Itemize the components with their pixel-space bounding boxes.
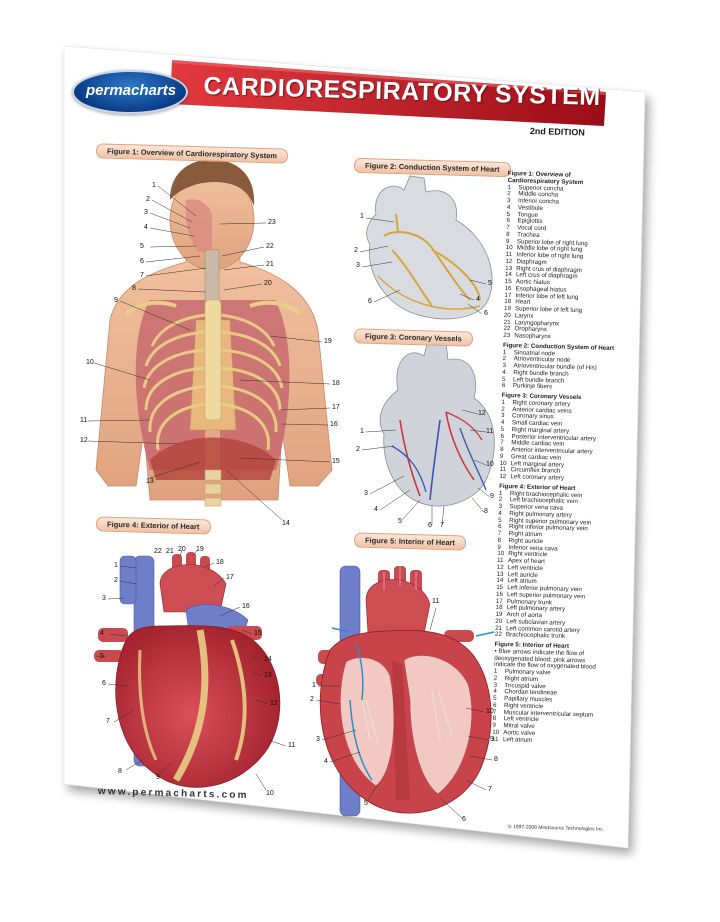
callout: 22 <box>266 243 274 250</box>
callout: 1 <box>312 682 316 689</box>
callout: 6 <box>428 522 432 529</box>
figure4-label: Figure 4: Exterior of Heart <box>95 516 211 535</box>
callout: 4 <box>476 296 480 303</box>
callout: 3 <box>102 595 106 602</box>
callout: 5 <box>140 243 144 250</box>
callout: 9 <box>114 297 118 304</box>
callout: 10 <box>266 790 274 797</box>
legend-item-label: Brachiocephalic trunk <box>505 631 566 641</box>
callout: 8 <box>484 508 488 515</box>
callout: 21 <box>166 548 174 555</box>
edition-label: 2nd EDITION <box>529 126 585 138</box>
callout: 4 <box>324 758 328 765</box>
callout: 19 <box>324 338 332 345</box>
callout: 6 <box>368 298 372 305</box>
legend-item-number: 23 <box>503 331 511 340</box>
callout: 12 <box>270 700 278 707</box>
callout: 2 <box>356 446 360 453</box>
callout: 5 <box>100 653 104 660</box>
callout: 19 <box>196 546 204 553</box>
legend-item-number: 6 <box>501 382 506 390</box>
callout: 9 <box>490 736 494 743</box>
callout: 11 <box>486 428 494 435</box>
callout: 16 <box>330 421 338 428</box>
callout: 6 <box>102 680 106 687</box>
callout: 12 <box>80 437 88 444</box>
callout: 9 <box>490 493 494 500</box>
callout: 2 <box>310 696 314 703</box>
callout: 13 <box>264 672 272 679</box>
figure5-interior-heart-illustration <box>315 565 495 819</box>
callout: 7 <box>440 522 444 529</box>
figure3-coronary-illustration <box>361 339 495 526</box>
callout: 4 <box>374 506 378 513</box>
callout: 7 <box>140 272 144 279</box>
legend-item-number: 22 <box>494 631 502 639</box>
callout: 8 <box>494 756 498 763</box>
figure2-conduction-illustration <box>359 175 493 320</box>
callout: 17 <box>226 574 234 581</box>
legend-item-label: Left coronary artery <box>510 473 565 482</box>
callout: 11 <box>80 417 88 424</box>
callout: 7 <box>106 718 110 725</box>
callout: 23 <box>268 219 276 226</box>
callout: 4 <box>100 630 104 637</box>
callout: 10 <box>86 359 94 366</box>
legend-item-label: Nasopharynx <box>514 332 551 341</box>
legend-item-number: 12 <box>499 472 507 481</box>
callout: 13 <box>146 478 154 485</box>
legend-item-number: 11 <box>491 735 499 743</box>
callout: 14 <box>282 520 290 527</box>
figure5-label: Figure 5: Interior of Heart <box>353 532 467 551</box>
figure1-torso-illustration <box>87 159 333 521</box>
legend-column: Figure 1: Overview of Cardiorespiratory … <box>492 168 620 746</box>
callout: 5 <box>398 518 402 525</box>
callout: 8 <box>132 285 136 292</box>
callout: 15 <box>332 458 340 465</box>
callout: 6 <box>462 816 466 823</box>
callout: 3 <box>364 490 368 497</box>
callout: 21 <box>266 261 274 268</box>
figure4-exterior-heart-illustration <box>94 549 287 791</box>
legend-item-label: Purkinje fibers <box>512 382 553 391</box>
callout: 1 <box>360 213 364 220</box>
callout: 2 <box>114 577 118 584</box>
logo-text: permacharts <box>86 82 177 99</box>
callout: 18 <box>216 559 224 566</box>
callout: 20 <box>178 546 186 553</box>
legend-item-label: Left atrium <box>502 735 533 744</box>
callout: 15 <box>254 630 262 637</box>
callout: 10 <box>486 708 494 715</box>
callout: 1 <box>152 182 156 189</box>
callout: 5 <box>364 800 368 807</box>
callout: 3 <box>356 262 360 269</box>
callout: 4 <box>144 224 148 231</box>
title-banner <box>170 60 606 126</box>
callout: 8 <box>118 768 122 775</box>
callout: 16 <box>242 603 250 610</box>
callout: 9 <box>156 774 160 781</box>
callout: 11 <box>432 598 440 605</box>
callout: 18 <box>332 380 340 387</box>
callout: 6 <box>484 310 488 317</box>
callout: 17 <box>332 404 340 411</box>
callout: 22 <box>154 548 162 555</box>
callout: 7 <box>488 786 492 793</box>
callout: 2 <box>354 247 358 254</box>
callout: 1 <box>360 428 364 435</box>
callout: 1 <box>114 562 118 569</box>
callout: 10 <box>486 461 494 468</box>
callout: 3 <box>144 209 148 216</box>
callout: 12 <box>478 410 486 417</box>
callout: 11 <box>288 742 296 749</box>
callout: 2 <box>146 196 150 203</box>
permacharts-logo: permacharts <box>72 70 188 114</box>
callout: 14 <box>264 656 272 663</box>
callout: 3 <box>316 736 320 743</box>
callout: 5 <box>488 280 492 287</box>
callout: 6 <box>140 258 144 265</box>
callout: 20 <box>264 280 272 287</box>
